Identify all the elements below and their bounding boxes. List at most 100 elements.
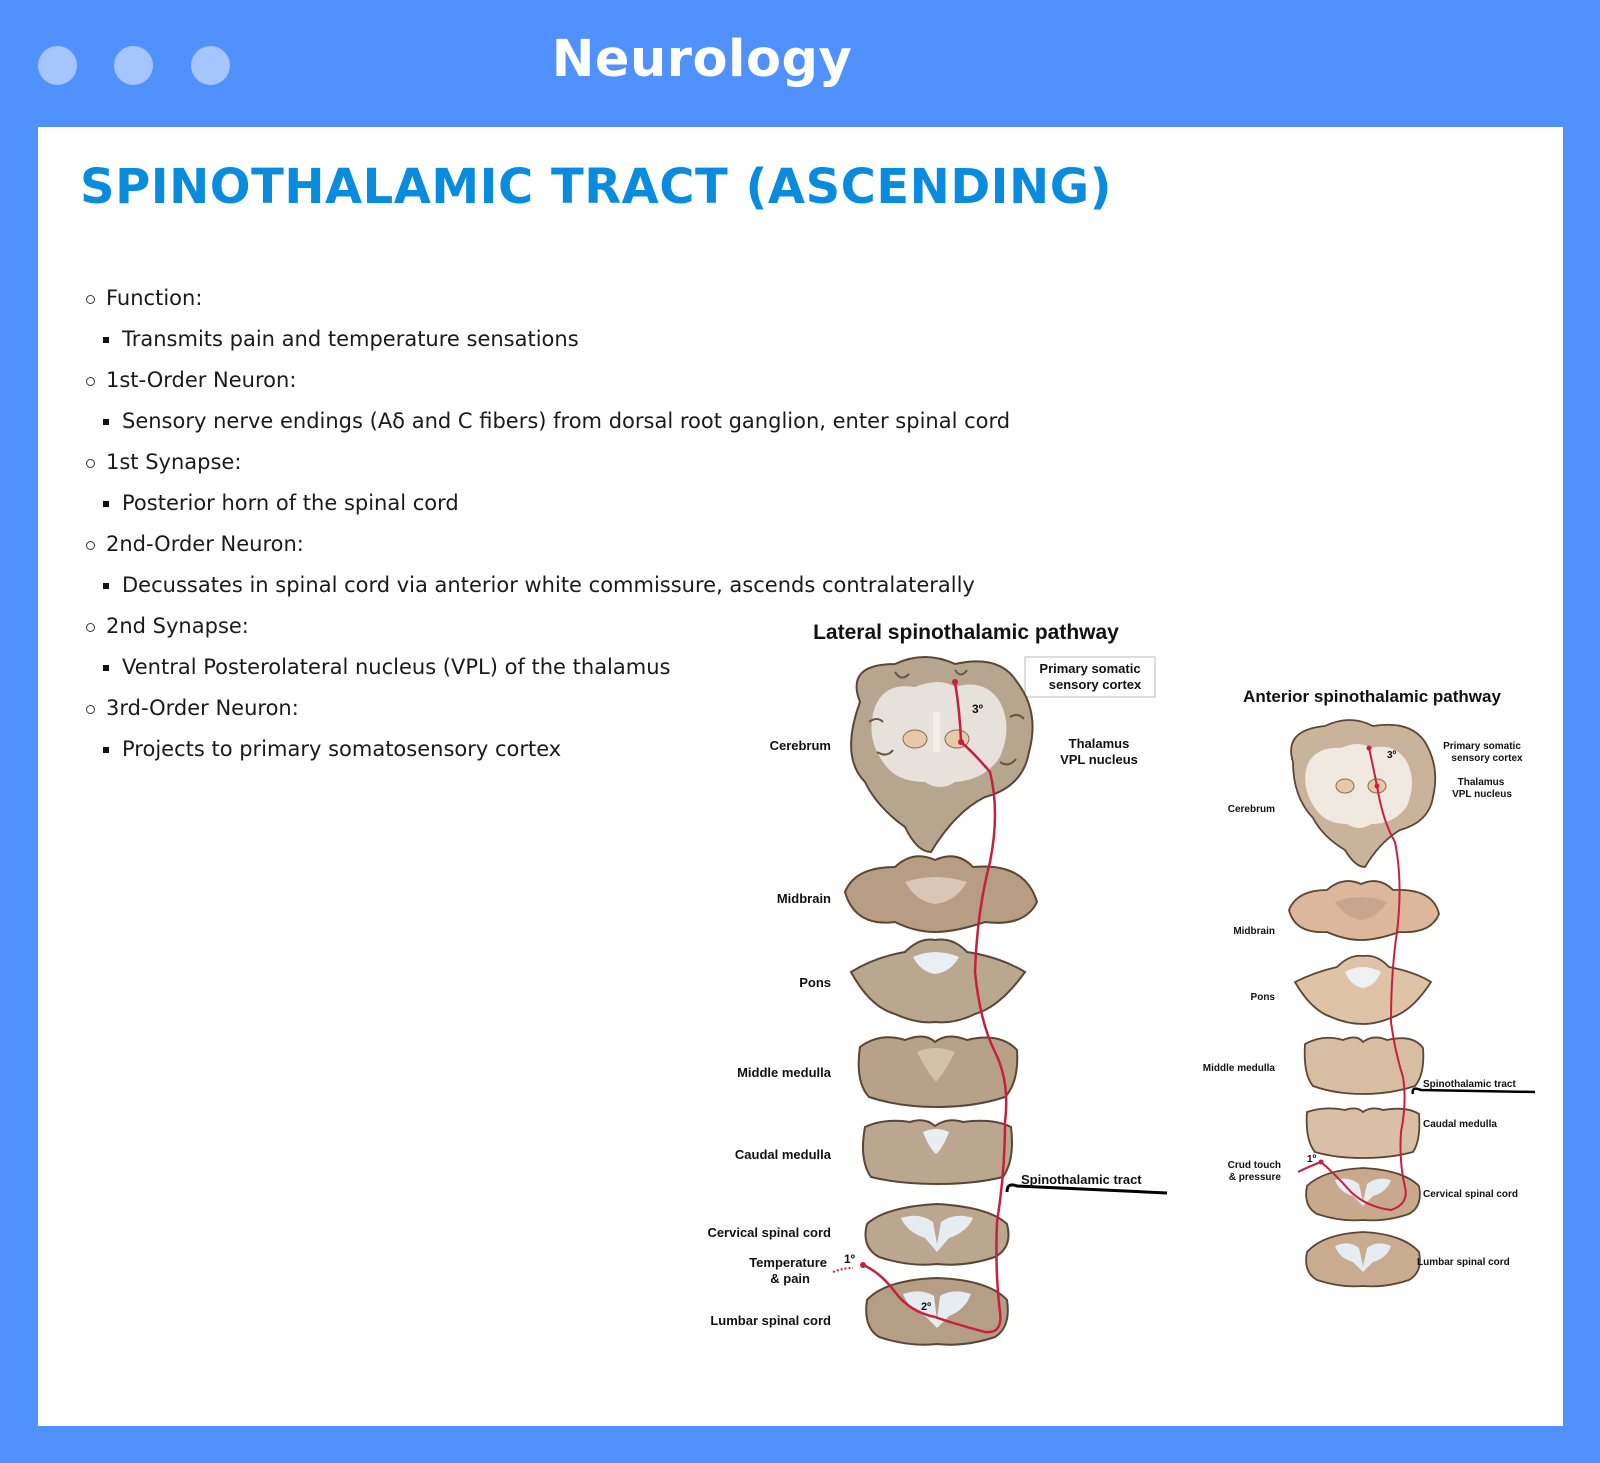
cerebrum-section <box>850 656 1034 854</box>
outline-detail: Transmits pain and temperature sensation… <box>86 319 1006 360</box>
middle-medulla-label: Middle medulla <box>737 1065 832 1080</box>
square-bullet-icon <box>103 665 109 671</box>
outline-detail-text: Ventral Posterolateral nucleus (VPL) of … <box>122 655 671 679</box>
cortex-label-line2: sensory cortex <box>1049 677 1142 692</box>
hollow-circle-bullet-icon <box>86 623 95 632</box>
hollow-circle-bullet-icon <box>86 459 95 468</box>
outline-label: 2nd-Order Neuron: <box>106 532 304 556</box>
outline-detail: Posterior horn of the spinal cord <box>86 483 1006 524</box>
anterior-middle-medulla-section <box>1303 1036 1425 1095</box>
anterior-figure-title: Anterior spinothalamic pathway <box>1243 687 1501 706</box>
anterior-stimulus-line1: Crud touch <box>1228 1160 1281 1171</box>
anterior-pons-section <box>1293 954 1433 1025</box>
outline-detail-text: Decussates in spinal cord via anterior w… <box>122 573 975 597</box>
outline-label: Function: <box>106 286 203 310</box>
anterior-middle-medulla-label: Middle medulla <box>1203 1063 1276 1074</box>
caudal-medulla-section <box>862 1119 1013 1186</box>
anterior-tract-pointer <box>1411 1087 1536 1095</box>
square-bullet-icon <box>103 337 109 343</box>
anterior-caudal-medulla-section <box>1305 1107 1421 1159</box>
lateral-first-order-label: 1º <box>844 1252 856 1266</box>
hollow-circle-bullet-icon <box>86 295 95 304</box>
tract-label: Spinothalamic tract <box>1021 1172 1142 1187</box>
middle-medulla-section <box>857 1035 1019 1109</box>
outline-detail: Ventral Posterolateral nucleus (VPL) of … <box>86 647 1006 688</box>
square-bullet-icon <box>103 419 109 425</box>
anterior-third-order-label: 3º <box>1387 750 1397 761</box>
outline-item: 2nd-Order Neuron: <box>86 524 1006 565</box>
outline-item: 3rd-Order Neuron: <box>86 688 1006 729</box>
lateral-second-order-label: 2º <box>921 1301 931 1313</box>
outline-detail-text: Projects to primary somatosensory cortex <box>122 737 562 761</box>
window-maximize-button[interactable] <box>191 46 230 85</box>
anterior-cerebrum-label: Cerebrum <box>1228 804 1275 815</box>
hollow-circle-bullet-icon <box>86 705 95 714</box>
pons-section <box>849 938 1027 1024</box>
window-minimize-button[interactable] <box>114 46 153 85</box>
outline-label: 1st Synapse: <box>106 450 242 474</box>
anterior-cerebrum-section <box>1290 719 1437 868</box>
outline-item: 1st-Order Neuron: <box>86 360 1006 401</box>
outline-item: 1st Synapse: <box>86 442 1006 483</box>
outline-detail: Projects to primary somatosensory cortex <box>86 729 1006 770</box>
anterior-caudal-medulla-label: Caudal medulla <box>1423 1119 1497 1130</box>
outline-detail: Decussates in spinal cord via anterior w… <box>86 565 1006 606</box>
square-bullet-icon <box>103 501 109 507</box>
anterior-pons-label: Pons <box>1251 992 1276 1003</box>
anterior-thalamus-line2: VPL nucleus <box>1452 789 1512 800</box>
window-close-button[interactable] <box>38 46 77 85</box>
anterior-midbrain-section <box>1288 880 1440 941</box>
outline-detail: Sensory nerve endings (Aδ and C fibers) … <box>86 401 1010 442</box>
neural-pathway-line <box>832 679 1008 1334</box>
outline-detail-text: Posterior horn of the spinal cord <box>122 491 459 515</box>
outline-item: 2nd Synapse: <box>86 606 1006 647</box>
anterior-first-order-label: 1º <box>1307 1154 1317 1165</box>
anterior-tract-label: Spinothalamic tract <box>1423 1079 1516 1090</box>
anterior-cortex-label-line1: Primary somatic <box>1443 741 1521 752</box>
anterior-lumbar-cord-label: Lumbar spinal cord <box>1417 1257 1510 1268</box>
stimulus-label-line2: & pain <box>770 1271 810 1286</box>
tract-pointer <box>1005 1183 1168 1195</box>
window-title: Neurology <box>551 30 853 89</box>
outline-list: Function: Transmits pain and temperature… <box>86 278 1010 770</box>
hollow-circle-bullet-icon <box>86 377 95 386</box>
square-bullet-icon <box>103 583 109 589</box>
thalamus-label-line2: VPL nucleus <box>1060 752 1138 767</box>
anterior-cervical-cord-label: Cervical spinal cord <box>1423 1189 1518 1200</box>
outline-item: Function: <box>86 278 1006 319</box>
anterior-lumbar-cord-section <box>1305 1231 1421 1288</box>
cervical-cord-label: Cervical spinal cord <box>707 1225 831 1240</box>
stimulus-label-line1: Temperature <box>749 1255 827 1270</box>
anterior-cervical-cord-section <box>1305 1167 1421 1222</box>
anterior-neural-pathway-line <box>1297 745 1407 1212</box>
hollow-circle-bullet-icon <box>86 541 95 550</box>
anterior-cortex-label-line2: sensory cortex <box>1451 753 1523 764</box>
thalamus-label-line1: Thalamus <box>1069 736 1130 751</box>
anterior-thalamus-line1: Thalamus <box>1458 777 1505 788</box>
outline-detail-text: Sensory nerve endings (Aδ and C fibers) … <box>122 409 1011 433</box>
slide-heading: SPINOTHALAMIC TRACT (ASCENDING) <box>80 159 1113 215</box>
cerebrum-label: Cerebrum <box>770 738 831 753</box>
square-bullet-icon <box>103 747 109 753</box>
midbrain-section <box>843 855 1039 934</box>
window-titlebar: Neurology <box>0 0 1600 127</box>
lumbar-cord-section <box>865 1276 1009 1346</box>
cortex-label-line1: Primary somatic <box>1039 661 1140 676</box>
outline-detail-text: Transmits pain and temperature sensation… <box>122 327 579 351</box>
pons-label: Pons <box>799 975 831 990</box>
caudal-medulla-label: Caudal medulla <box>735 1147 832 1162</box>
lateral-third-order-label: 3º <box>972 702 984 716</box>
lumbar-cord-label: Lumbar spinal cord <box>710 1313 831 1328</box>
anterior-pathway-figure: Anterior spinothalamic pathway Primary s… <box>1203 687 1536 1288</box>
outline-label: 1st-Order Neuron: <box>106 368 297 392</box>
outline-label: 3rd-Order Neuron: <box>106 696 299 720</box>
anterior-midbrain-label: Midbrain <box>1233 926 1275 937</box>
outline-label: 2nd Synapse: <box>106 614 249 638</box>
lateral-figure-title: Lateral spinothalamic pathway <box>813 621 1119 644</box>
lateral-pathway-figure: Lateral spinothalamic pathway Primary so… <box>707 621 1168 1346</box>
slide-panel: SPINOTHALAMIC TRACT (ASCENDING) Function… <box>38 127 1563 1426</box>
midbrain-label: Midbrain <box>777 891 831 906</box>
anterior-stimulus-line2: & pressure <box>1229 1172 1282 1183</box>
cortex-label-box <box>1024 656 1156 698</box>
cervical-cord-section <box>864 1202 1010 1266</box>
